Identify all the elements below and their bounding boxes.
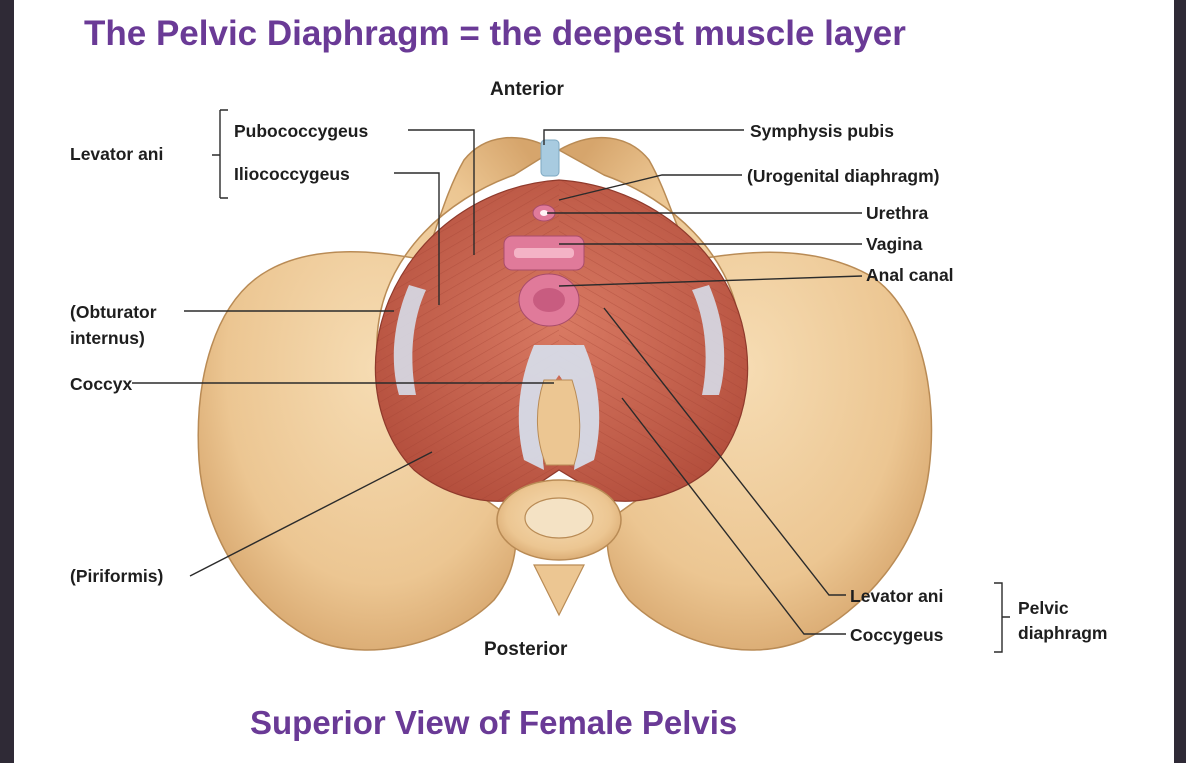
- vagina-label: Vagina: [866, 234, 923, 254]
- vagina-lumen: [514, 248, 574, 258]
- sacral-process: [534, 565, 584, 615]
- pelvic-diaphragm-bracket: [994, 583, 1010, 652]
- slide: The Pelvic Diaphragm = the deepest muscl…: [14, 0, 1174, 763]
- pelvis-illustration: Anterior Posterior Levator ani Pubococcy…: [14, 0, 1174, 763]
- piriformis-label: (Piriformis): [70, 566, 163, 586]
- anterior-label: Anterior: [490, 79, 565, 100]
- iliococcygeus-label: Iliococcygeus: [234, 164, 350, 184]
- levator-ani-label: Levator ani: [850, 586, 943, 606]
- symphysis-pubis-label: Symphysis pubis: [750, 121, 894, 141]
- figure-subtitle: Superior View of Female Pelvis: [250, 704, 950, 742]
- pubococcygeus-label: Pubococcygeus: [234, 121, 368, 141]
- coccygeus-label: Coccygeus: [850, 625, 944, 645]
- obturator-label-line2: internus): [70, 328, 145, 348]
- pelvic-label-line2: diaphragm: [1018, 623, 1107, 643]
- urogenital-diaphragm-label: (Urogenital diaphragm): [747, 166, 940, 186]
- coccyx-bone: [537, 380, 579, 465]
- anal-canal-lumen: [533, 288, 565, 312]
- urethra-lumen: [540, 210, 548, 216]
- posterior-label: Posterior: [484, 639, 568, 660]
- sacral-canal: [525, 498, 593, 538]
- levator-ani-group-label: Levator ani: [70, 144, 163, 164]
- pelvic-label-line1: Pelvic: [1018, 598, 1069, 618]
- levator-ani-bracket: [212, 110, 228, 198]
- urethra-label: Urethra: [866, 203, 929, 223]
- coccyx-label: Coccyx: [70, 374, 133, 394]
- symphysis-pubis-shape: [541, 140, 559, 176]
- obturator-label-line1: (Obturator: [70, 302, 157, 322]
- anal-canal-label: Anal canal: [866, 265, 954, 285]
